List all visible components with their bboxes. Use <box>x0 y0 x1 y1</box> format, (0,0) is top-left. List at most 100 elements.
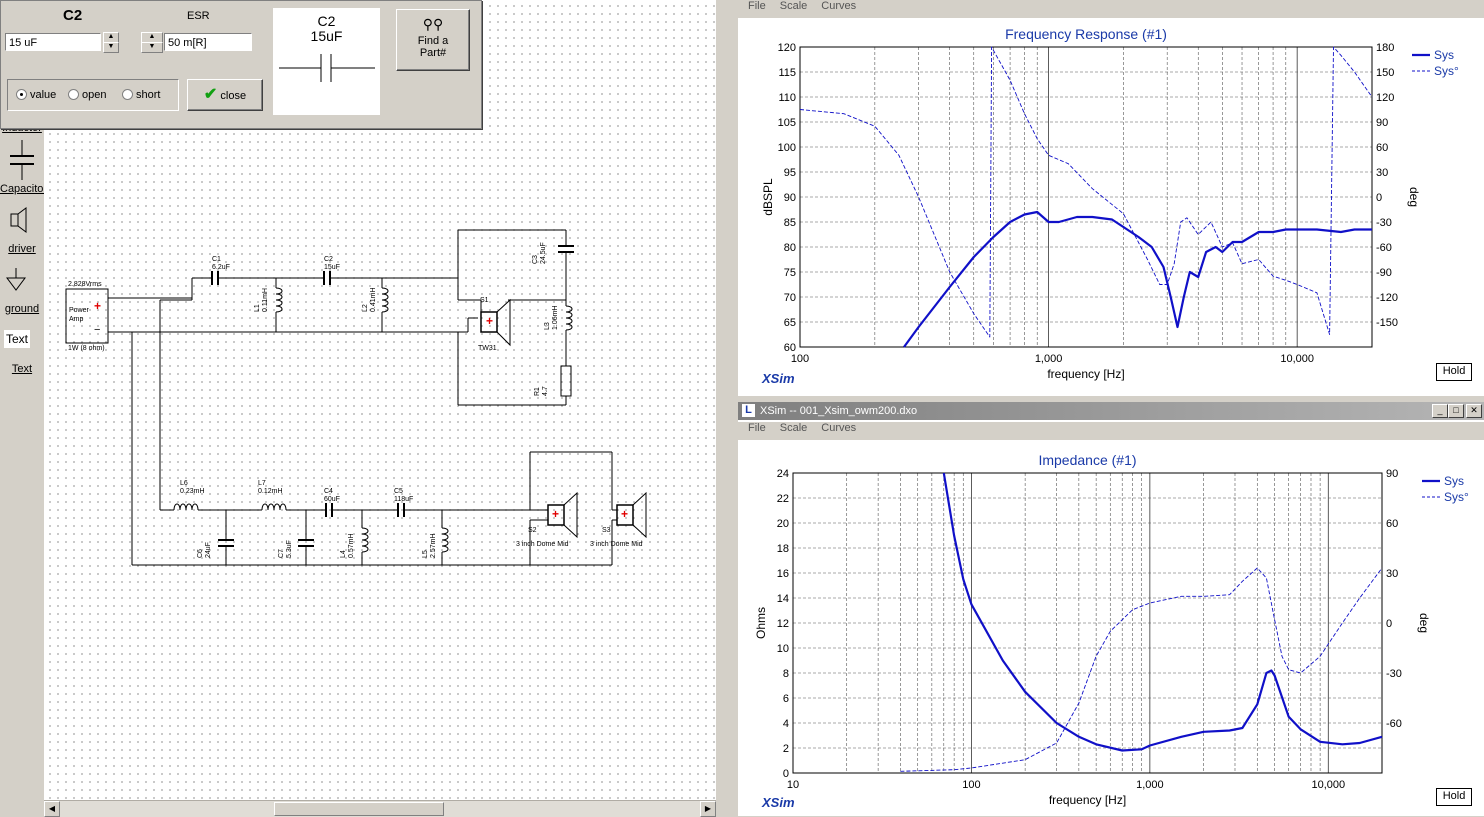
legend-label: Sys <box>1434 48 1454 62</box>
y-tick-label: 70 <box>784 292 796 304</box>
esr-spin-down[interactable]: ▼ <box>141 42 163 53</box>
toolbar-item-driver[interactable]: driver <box>8 243 36 255</box>
text-tool-icon[interactable]: Text <box>4 330 30 348</box>
capacitor-icon[interactable] <box>4 140 40 182</box>
part-value: 4.7 <box>542 386 549 396</box>
menu-scale[interactable]: Scale <box>779 422 808 434</box>
toolbar-item-capacitor[interactable]: Capacitor <box>0 183 48 195</box>
series-line-sys <box>903 210 1372 348</box>
menu-curves[interactable]: Curves <box>821 422 857 434</box>
find-part-button[interactable]: ⚲⚲ Find a Part# <box>396 9 470 71</box>
imp-menubar: File Scale Curves <box>738 422 1484 440</box>
radio-value[interactable]: value <box>16 89 56 101</box>
amp-name-label: Power Amp <box>69 307 89 323</box>
scroll-left-button[interactable]: ◀ <box>44 801 60 817</box>
x-tick-label: 1,000 <box>1035 353 1063 365</box>
y-tick-label: 2 <box>783 743 789 755</box>
schematic-hscrollbar[interactable]: ◀ ▶ <box>44 800 716 817</box>
y2-tick-label: -30 <box>1376 217 1392 229</box>
y2-tick-label: 30 <box>1386 568 1398 580</box>
xsim-logo: XSim <box>762 371 795 386</box>
hold-button[interactable]: Hold <box>1436 363 1472 381</box>
hold-button[interactable]: Hold <box>1436 788 1472 806</box>
y-tick-label: 20 <box>777 518 789 530</box>
minimize-button[interactable]: _ <box>1432 404 1448 418</box>
part-value: 1.06mH <box>552 305 559 330</box>
x-tick-label: 100 <box>791 353 809 365</box>
radio-short-dot[interactable] <box>122 89 133 100</box>
y2-tick-label: 150 <box>1376 67 1394 79</box>
ground-icon[interactable] <box>6 266 38 296</box>
hscroll-thumb[interactable] <box>274 802 444 816</box>
value-input[interactable]: 15 uF <box>5 33 101 51</box>
radio-short[interactable]: short <box>122 89 160 101</box>
y-tick-label: 18 <box>777 543 789 555</box>
amp-power-label: 1W (8 ohm) <box>68 345 105 352</box>
part-name-label: C2 <box>63 7 83 24</box>
close-button[interactable]: ✔ close <box>187 79 263 111</box>
radio-open[interactable]: open <box>68 89 106 101</box>
y-tick-label: 90 <box>784 192 796 204</box>
toolbar-item-ground[interactable]: ground <box>4 303 40 315</box>
window-title: XSim -- 001_Xsim_owm200.dxo <box>760 405 918 417</box>
impedance-window: L XSim -- 001_Xsim_owm200.dxo _ □ ✕ File… <box>738 402 1484 816</box>
esr-label: ESR <box>187 10 210 22</box>
menu-file[interactable]: File <box>748 0 766 12</box>
toolbar-item-text[interactable]: Text <box>11 363 33 375</box>
menu-scale[interactable]: Scale <box>779 0 808 12</box>
esr-input[interactable]: 50 m[R] <box>164 33 252 51</box>
menu-curves[interactable]: Curves <box>821 0 857 12</box>
y-tick-label: 65 <box>784 317 796 329</box>
menu-file[interactable]: File <box>748 422 766 434</box>
part-value: TW31 <box>478 345 497 352</box>
driver-icon[interactable] <box>6 205 38 235</box>
splitter <box>716 0 738 816</box>
y-tick-label: 60 <box>784 342 796 354</box>
mode-radio-group: value open short <box>7 79 179 111</box>
y-tick-label: 12 <box>777 618 789 630</box>
part-value: 0.23mH <box>180 488 205 495</box>
part-name: L6 <box>180 480 188 487</box>
x-tick-label: 10,000 <box>1280 353 1314 365</box>
y2-tick-label: -150 <box>1376 317 1398 329</box>
scroll-right-button[interactable]: ▶ <box>700 801 716 817</box>
series-line-sys-phase <box>900 567 1383 772</box>
part-preview: C2 15uF <box>273 8 380 115</box>
y-tick-label: 100 <box>778 142 796 154</box>
value-spin-down[interactable]: ▼ <box>103 42 119 53</box>
y2-tick-label: 0 <box>1376 192 1382 204</box>
y-tick-label: 95 <box>784 167 796 179</box>
y2-tick-label: 90 <box>1386 468 1398 480</box>
close-window-button[interactable]: ✕ <box>1466 404 1482 418</box>
radio-open-dot[interactable] <box>68 89 79 100</box>
frequency-response-chart[interactable]: 6065707580859095100105110115120-150-120-… <box>738 18 1484 396</box>
schematic-drawing: ++++ − <box>65 229 647 566</box>
part-name: L3 <box>544 322 551 330</box>
maximize-button[interactable]: □ <box>1448 404 1464 418</box>
part-value: 0.11mH <box>262 288 269 312</box>
y-tick-label: 14 <box>777 593 789 605</box>
radio-value-dot[interactable] <box>16 89 27 100</box>
legend-label: Sys° <box>1434 64 1459 78</box>
part-name: L1 <box>254 304 261 312</box>
series-line-sys-phase <box>799 46 1373 338</box>
